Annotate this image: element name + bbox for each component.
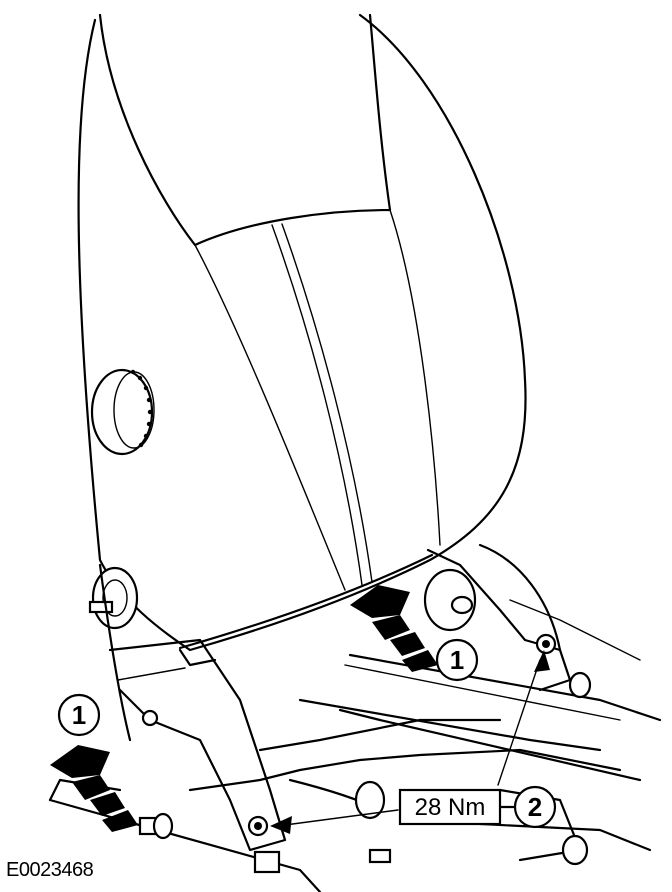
left-rear-bolt — [247, 815, 269, 837]
right-rear-bolt — [535, 633, 557, 655]
callout-number: 2 — [528, 792, 542, 822]
figure-reference-code: E0023468 — [6, 859, 94, 881]
lift-arrow-right — [350, 585, 438, 672]
seat-backrest — [77, 13, 527, 652]
callout-number: 1 — [450, 645, 464, 675]
seat-frame — [48, 653, 662, 892]
callout-1-right: 1 — [435, 638, 479, 682]
callout-1-left: 1 — [57, 693, 101, 737]
torque-spec-box: 28 Nm — [398, 788, 502, 826]
callout-2: 2 — [498, 785, 557, 829]
leader-lines — [270, 650, 550, 834]
recline-knob — [90, 368, 155, 456]
torque-label: 28 Nm — [415, 794, 486, 821]
left-hinge-bracket — [88, 563, 287, 852]
callout-number: 1 — [72, 700, 86, 730]
lift-arrow-left — [50, 745, 138, 832]
